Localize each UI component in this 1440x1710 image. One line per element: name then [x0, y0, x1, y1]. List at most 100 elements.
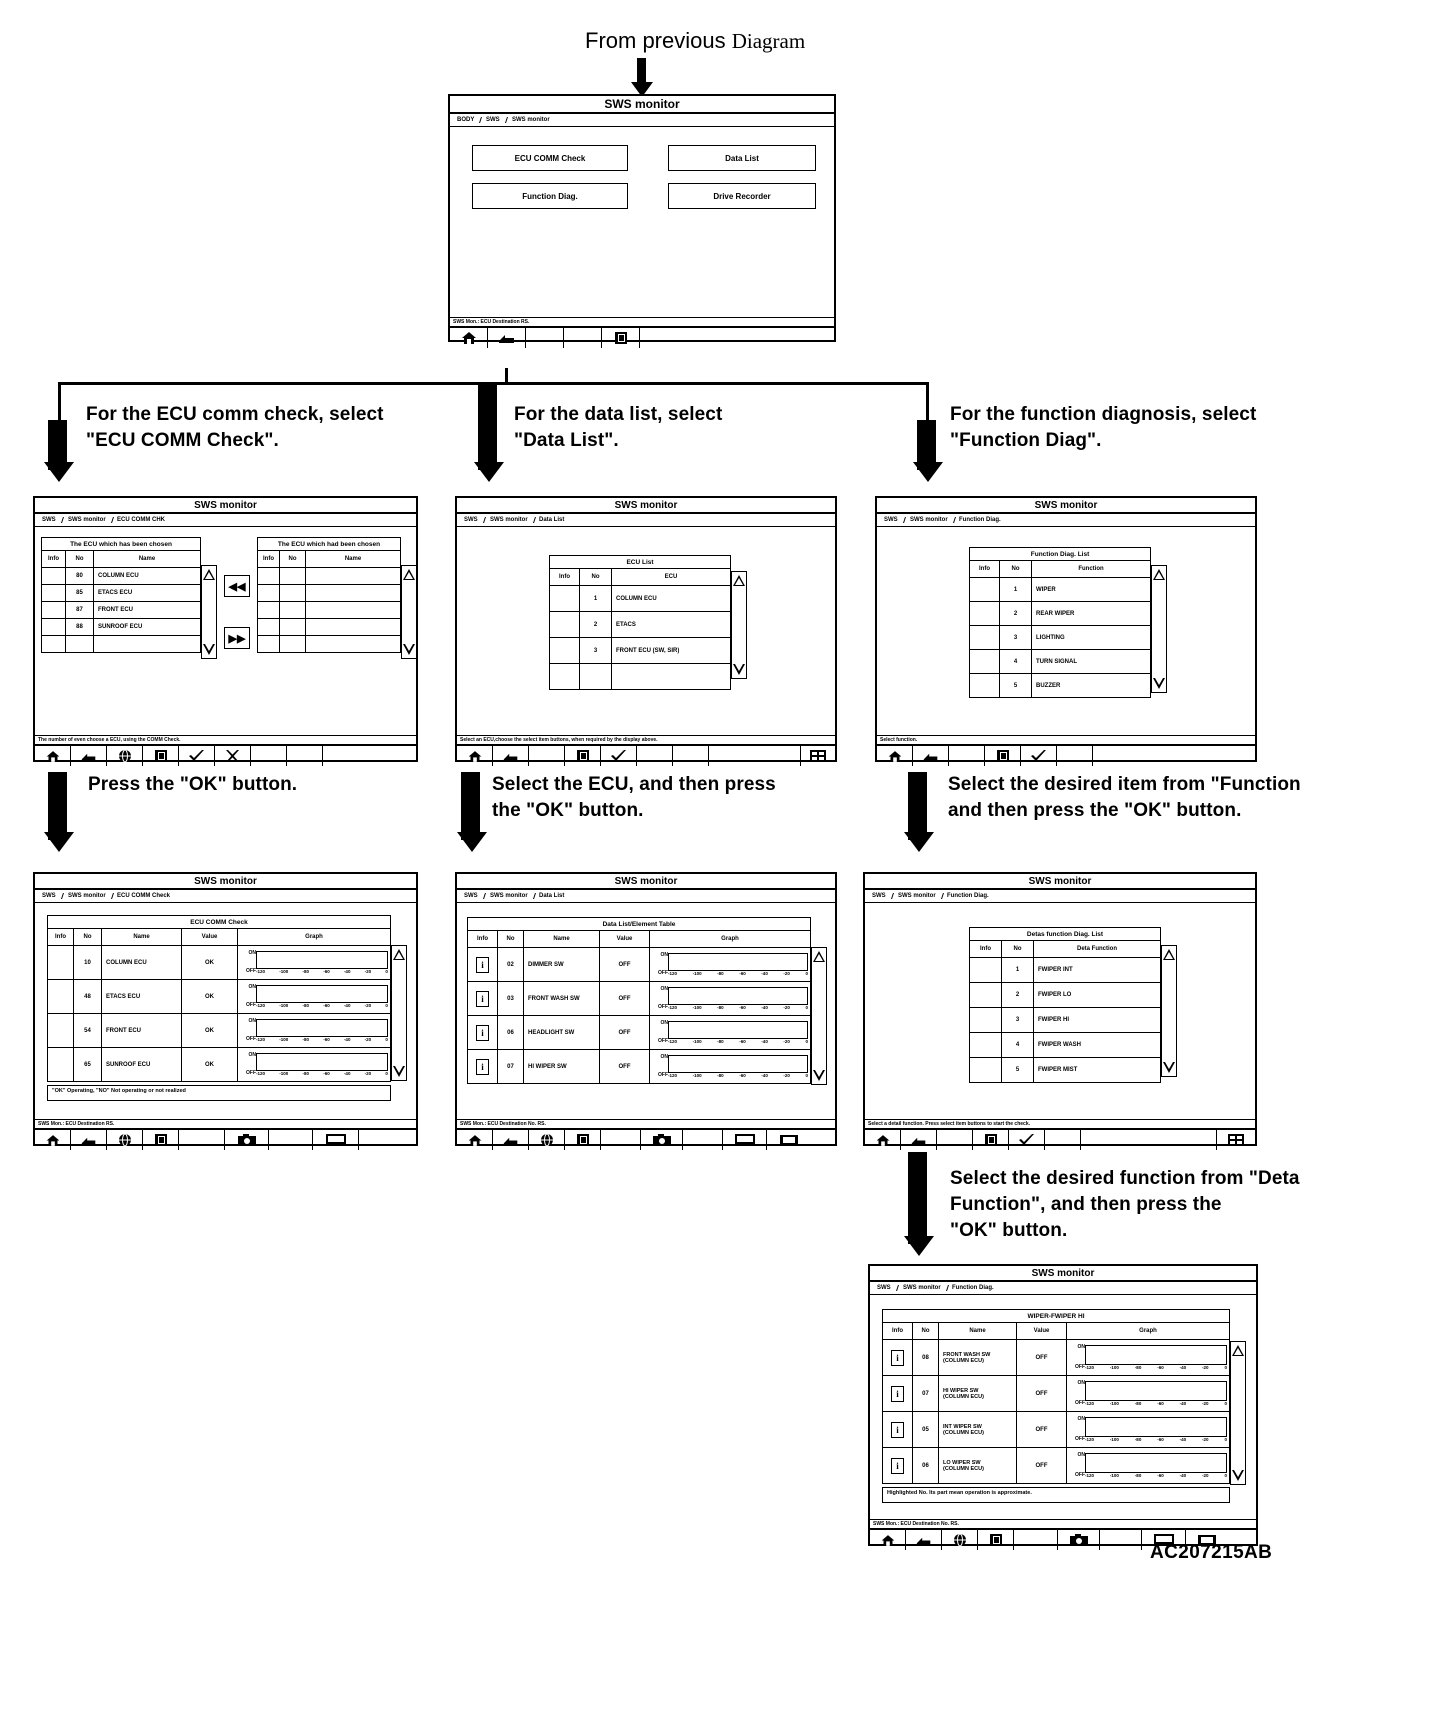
info-icon[interactable]: i: [476, 990, 489, 1007]
page-icon[interactable]: [978, 1530, 1014, 1550]
info-icon[interactable]: i: [476, 1058, 489, 1075]
table-row[interactable]: 48 ETACS ECU OK ON OFF -120-100-80-60-40…: [47, 979, 391, 1014]
table-row[interactable]: [257, 584, 401, 602]
home-icon[interactable]: [35, 1130, 71, 1150]
toolbar-blank-3[interactable]: [1093, 746, 1255, 766]
scroll-down-icon[interactable]: [733, 664, 745, 675]
cell-info[interactable]: i: [467, 1049, 498, 1084]
page-icon[interactable]: [565, 1130, 601, 1150]
breadcrumb-item-sws-monitor[interactable]: SWS monitor: [512, 117, 550, 123]
page-icon[interactable]: [602, 328, 640, 348]
toolbar-blank-3[interactable]: [673, 746, 709, 766]
breadcrumb-item-sws-monitor[interactable]: SWS monitor: [61, 517, 114, 523]
button-function-diag[interactable]: Function Diag.: [472, 183, 628, 209]
breadcrumb-item-sws[interactable]: SWS: [458, 517, 486, 523]
table-row[interactable]: 54 FRONT ECU OK ON OFF -120-100-80-60-40…: [47, 1013, 391, 1048]
button-data-list[interactable]: Data List: [668, 145, 816, 171]
scrollbar-data-list-result[interactable]: [811, 947, 827, 1085]
toolbar-blank-1[interactable]: [1014, 1530, 1058, 1550]
toolbar-blank-2[interactable]: [564, 328, 602, 348]
breadcrumb-item-function-diag[interactable]: Function Diag.: [959, 517, 1002, 523]
scrollbar-function-list[interactable]: [1151, 565, 1167, 693]
breadcrumb-item-sws[interactable]: SWS: [866, 893, 894, 899]
table-row[interactable]: [41, 635, 201, 653]
globe-icon[interactable]: [107, 746, 143, 766]
page-icon[interactable]: [973, 1130, 1009, 1150]
toolbar-blank-1[interactable]: [179, 1130, 225, 1150]
scroll-down-icon[interactable]: [1232, 1470, 1244, 1481]
cell-info[interactable]: i: [882, 1339, 913, 1376]
toolbar-blank-2[interactable]: [269, 1130, 313, 1150]
scrollbar-final-table[interactable]: [1230, 1341, 1246, 1485]
table-row[interactable]: 10 COLUMN ECU OK ON OFF -120-100-80-60-4…: [47, 945, 391, 980]
scrollbar-right-table[interactable]: [401, 565, 417, 659]
screen-icon[interactable]: [1186, 1530, 1228, 1550]
back-icon[interactable]: [913, 746, 949, 766]
monitor-icon[interactable]: [313, 1130, 359, 1150]
scroll-down-icon[interactable]: [1153, 678, 1165, 689]
breadcrumb-item-sws-monitor[interactable]: SWS monitor: [891, 893, 944, 899]
toolbar-blank-2[interactable]: [287, 746, 323, 766]
toolbar-blank-1[interactable]: [601, 1130, 641, 1150]
table-row[interactable]: i 07 HI WIPER SW (COLUMN ECU) OFF ON OFF…: [882, 1375, 1230, 1412]
breadcrumb-item-sws[interactable]: SWS: [878, 517, 906, 523]
toolbar-blank-1[interactable]: [937, 1130, 973, 1150]
scroll-up-icon[interactable]: [203, 569, 215, 580]
table-row[interactable]: i 07 HI WIPER SW OFF ON OFF -120-100-80-…: [467, 1049, 811, 1084]
cell-info[interactable]: i: [467, 947, 498, 982]
page-icon[interactable]: [565, 746, 601, 766]
table-row[interactable]: [257, 635, 401, 653]
breadcrumb-item-body[interactable]: BODY: [451, 117, 483, 123]
scroll-up-icon[interactable]: [1232, 1345, 1244, 1356]
info-icon[interactable]: i: [891, 1457, 904, 1474]
breadcrumb-item-sws[interactable]: SWS: [36, 517, 64, 523]
back-icon[interactable]: [71, 746, 107, 766]
toolbar-blank-4[interactable]: [709, 746, 801, 766]
toolbar-blank-2[interactable]: [1045, 1130, 1081, 1150]
home-icon[interactable]: [870, 1530, 906, 1550]
cell-info[interactable]: i: [882, 1411, 913, 1448]
check-icon[interactable]: [1009, 1130, 1045, 1150]
page-icon[interactable]: [143, 746, 179, 766]
table-row[interactable]: [549, 663, 731, 690]
toolbar-blank-2[interactable]: [1057, 746, 1093, 766]
breadcrumb-item-sws-monitor[interactable]: SWS monitor: [903, 517, 956, 523]
back-icon[interactable]: [906, 1530, 942, 1550]
home-icon[interactable]: [35, 746, 71, 766]
check-icon[interactable]: [1021, 746, 1057, 766]
cell-info[interactable]: i: [882, 1375, 913, 1412]
table-row[interactable]: i 03 FRONT WASH SW OFF ON OFF -120-100-8…: [467, 981, 811, 1016]
camera-icon[interactable]: [225, 1130, 269, 1150]
toolbar-blank-1[interactable]: [949, 746, 985, 766]
scroll-up-icon[interactable]: [1163, 949, 1175, 960]
breadcrumb-item-sws[interactable]: SWS: [871, 1285, 899, 1291]
breadcrumb-item-sws-monitor[interactable]: SWS monitor: [483, 893, 536, 899]
table-row[interactable]: i 05 INT WIPER SW (COLUMN ECU) OFF ON OF…: [882, 1411, 1230, 1448]
page-icon[interactable]: [143, 1130, 179, 1150]
toolbar-blank-2[interactable]: [637, 746, 673, 766]
breadcrumb-item-data-list[interactable]: Data List: [539, 893, 565, 899]
home-icon[interactable]: [457, 1130, 493, 1150]
cell-info[interactable]: i: [467, 1015, 498, 1050]
toolbar-blank-3[interactable]: [359, 1130, 416, 1150]
table-row[interactable]: [257, 601, 401, 619]
back-icon[interactable]: [901, 1130, 937, 1150]
monitor-icon[interactable]: [1142, 1530, 1186, 1550]
table-row[interactable]: [257, 567, 401, 585]
breadcrumb-item-sws[interactable]: SWS: [480, 117, 508, 123]
scroll-up-icon[interactable]: [403, 569, 415, 580]
cell-info[interactable]: i: [467, 981, 498, 1016]
back-icon[interactable]: [71, 1130, 107, 1150]
globe-icon[interactable]: [529, 1130, 565, 1150]
table-row[interactable]: i 06 HEADLIGHT SW OFF ON OFF -120-100-80…: [467, 1015, 811, 1050]
